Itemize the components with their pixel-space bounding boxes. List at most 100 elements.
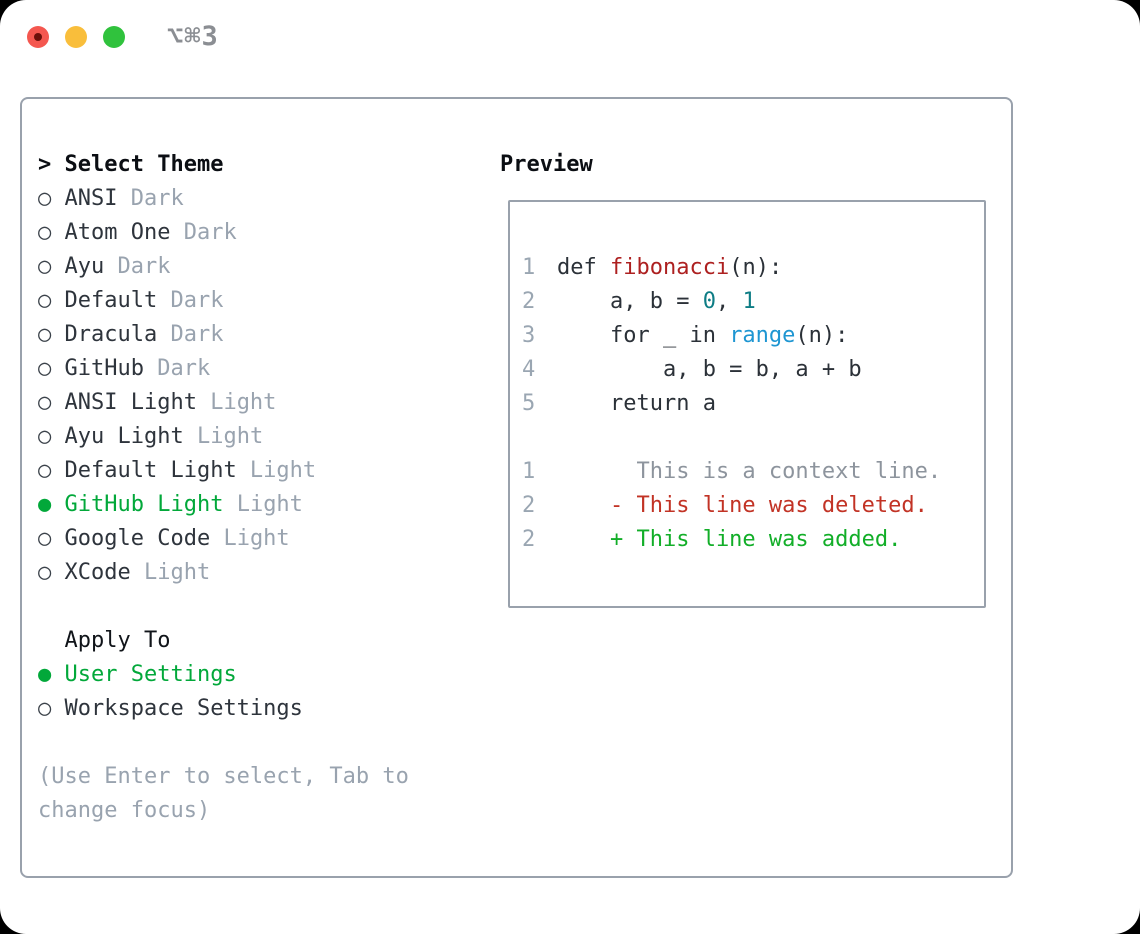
preview-title: Preview — [500, 152, 593, 177]
help-text-line-1: (Use Enter to select, Tab to — [38, 760, 409, 794]
apply-option-user-settings[interactable]: ● User Settings — [38, 658, 409, 692]
theme-variant: Dark — [157, 322, 224, 347]
diff-deleted-line: 2 - This line was deleted. — [522, 489, 941, 523]
theme-option-default[interactable]: ○ Default Dark — [38, 284, 409, 318]
line-number: 4 — [522, 357, 536, 382]
prompt-icon: > — [38, 152, 65, 177]
apply-to-label: Apply To — [64, 628, 171, 653]
theme-variant: Light — [210, 526, 290, 551]
theme-option-ayu[interactable]: ○ Ayu Dark — [38, 250, 409, 284]
line-content: + This line was added. — [557, 527, 902, 552]
theme-variant: Dark — [117, 186, 184, 211]
line-number — [522, 421, 557, 455]
theme-variant: Light — [183, 424, 264, 449]
radio-unselected-icon: ○ — [38, 220, 52, 245]
theme-variant: Dark — [143, 356, 211, 381]
diff-context-line: 1 This is a context line. — [522, 455, 941, 489]
line-number: 2 — [522, 289, 536, 314]
line-number: 1 — [522, 459, 536, 484]
theme-option-dracula[interactable]: ○ Dracula Dark — [38, 318, 409, 352]
theme-name: XCode — [64, 560, 131, 585]
theme-option-ansi-light[interactable]: ○ ANSI Light Light — [38, 386, 409, 420]
help-text: (Use Enter to select, Tab to — [38, 764, 409, 789]
radio-unselected-icon: ○ — [38, 696, 52, 721]
theme-variant: Light — [223, 492, 303, 517]
line-content: a, b = 0, 1 — [557, 289, 756, 314]
code-line: 2 a, b = 0, 1 — [522, 285, 941, 319]
radio-unselected-icon: ○ — [38, 390, 52, 415]
help-text: change focus) — [38, 798, 211, 823]
theme-name: GitHub Light — [64, 492, 224, 517]
close-button[interactable] — [27, 26, 49, 48]
theme-option-google-code[interactable]: ○ Google Code Light — [38, 522, 409, 556]
theme-option-default-light[interactable]: ○ Default Light Light — [38, 454, 409, 488]
line-content: for _ in range(n): — [557, 323, 849, 348]
apply-option-name: User Settings — [64, 662, 237, 687]
radio-unselected-icon: ○ — [38, 288, 52, 313]
help-text-line-2: change focus) — [38, 794, 409, 828]
theme-name: Atom One — [64, 220, 171, 245]
blank-line — [522, 421, 941, 455]
theme-name: Dracula — [64, 322, 158, 347]
theme-option-github[interactable]: ○ GitHub Dark — [38, 352, 409, 386]
select-theme-header: > Select Theme — [38, 148, 409, 182]
line-content: def fibonacci(n): — [557, 255, 783, 280]
line-number: 2 — [522, 493, 536, 518]
theme-variant: Dark — [170, 220, 237, 245]
radio-unselected-icon: ○ — [38, 322, 52, 347]
theme-name: GitHub — [64, 356, 144, 381]
radio-unselected-icon: ○ — [38, 458, 52, 483]
line-number: 3 — [522, 323, 536, 348]
theme-name: Ayu Light — [64, 424, 184, 449]
theme-option-github-light[interactable]: ● GitHub Light Light — [38, 488, 409, 522]
theme-variant: Light — [130, 560, 211, 585]
apply-option-name: Workspace Settings — [64, 696, 303, 721]
minimize-button[interactable] — [65, 26, 87, 48]
diff-added-line: 2 + This line was added. — [522, 523, 941, 557]
radio-unselected-icon: ○ — [38, 424, 52, 449]
theme-option-ayu-light[interactable]: ○ Ayu Light Light — [38, 420, 409, 454]
theme-name: Default — [64, 288, 158, 313]
line-content: return a — [557, 391, 716, 416]
theme-variant: Dark — [104, 254, 171, 279]
window-title: ⌥⌘3 — [167, 21, 219, 52]
close-dot-icon — [34, 33, 42, 41]
theme-name: ANSI — [64, 186, 118, 211]
theme-variant: Light — [196, 390, 277, 415]
theme-name: Ayu — [64, 254, 105, 279]
radio-unselected-icon: ○ — [38, 254, 52, 279]
code-line: 5 return a — [522, 387, 941, 421]
radio-unselected-icon: ○ — [38, 526, 52, 551]
line-content: This is a context line. — [557, 459, 942, 484]
line-number: 2 — [522, 527, 536, 552]
theme-option-xcode[interactable]: ○ XCode Light — [38, 556, 409, 590]
spacer — [38, 726, 409, 760]
theme-name: ANSI Light — [64, 390, 197, 415]
theme-variant: Dark — [157, 288, 224, 313]
zoom-button[interactable] — [103, 26, 125, 48]
apply-option-workspace-settings[interactable]: ○ Workspace Settings — [38, 692, 409, 726]
code-line: 3 for _ in range(n): — [522, 319, 941, 353]
code-line: 4 a, b = b, a + b — [522, 353, 941, 387]
line-content: - This line was deleted. — [557, 493, 928, 518]
line-content: a, b = b, a + b — [557, 357, 862, 382]
line-number: 1 — [522, 255, 536, 280]
radio-selected-icon: ● — [38, 662, 52, 687]
radio-unselected-icon: ○ — [38, 356, 52, 381]
select-theme-label: Select Theme — [64, 152, 224, 177]
radio-unselected-icon: ○ — [38, 186, 52, 211]
apply-to-header: Apply To — [38, 624, 409, 658]
radio-unselected-icon: ○ — [38, 560, 52, 585]
code-line: 1 def fibonacci(n): — [522, 251, 941, 285]
theme-option-ansi[interactable]: ○ ANSI Dark — [38, 182, 409, 216]
theme-name: Google Code — [64, 526, 211, 551]
theme-picker-column: > Select Theme○ ANSI Dark○ Atom One Dark… — [38, 148, 409, 828]
theme-name: Default Light — [64, 458, 237, 483]
theme-variant: Light — [236, 458, 317, 483]
radio-selected-icon: ● — [38, 492, 52, 517]
spacer — [38, 590, 409, 624]
theme-option-atom-one[interactable]: ○ Atom One Dark — [38, 216, 409, 250]
line-number: 5 — [522, 391, 536, 416]
